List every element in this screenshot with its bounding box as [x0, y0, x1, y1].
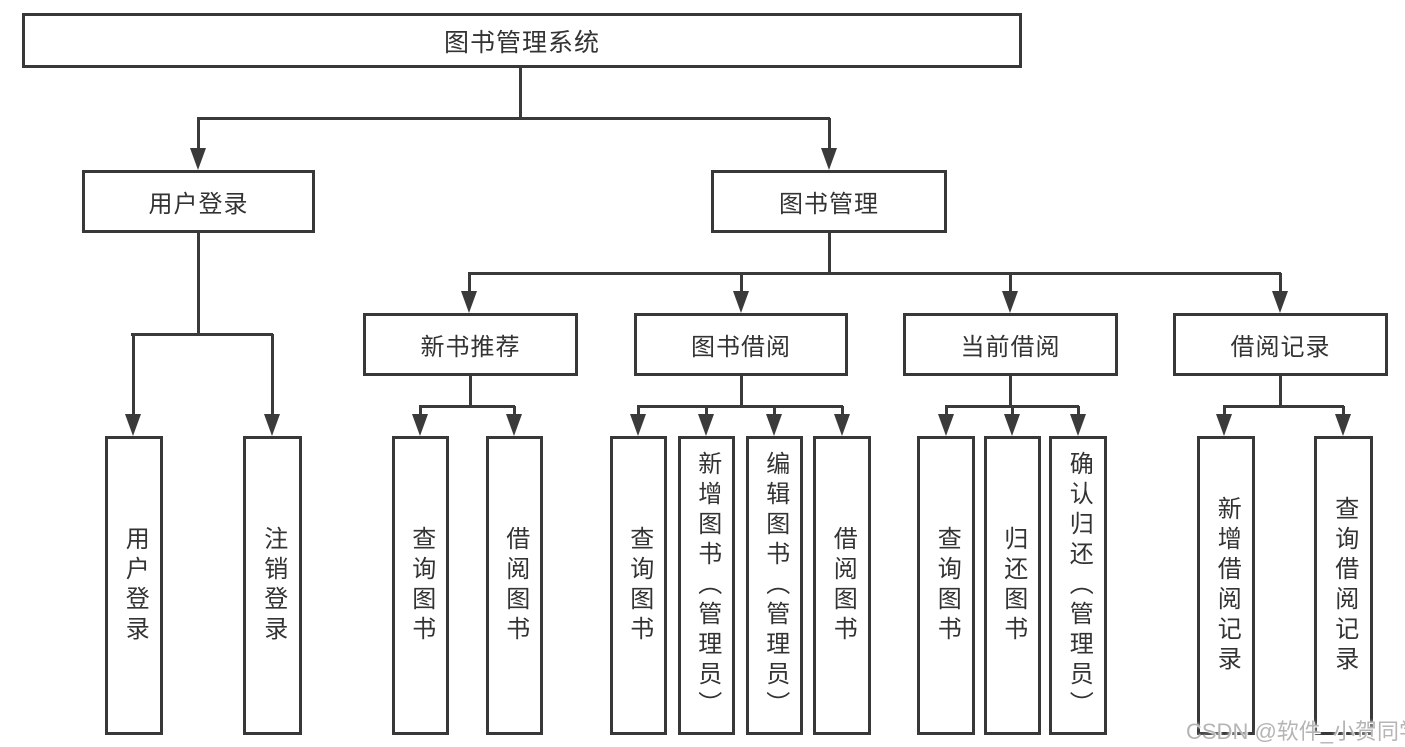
arrow-down-icon [766, 414, 782, 436]
leaf-borrow-books-2: 借阅图书 [813, 436, 871, 735]
connector-arrow-stem [1279, 273, 1282, 293]
arrow-down-icon [1004, 414, 1020, 436]
connector-arrow-stem [271, 334, 274, 416]
node-new-book-recommendation: 新书推荐 [363, 313, 578, 376]
leaf-label: 归还图书 [999, 525, 1027, 646]
leaf-label: 查询图书 [625, 525, 653, 646]
arrow-down-icon [264, 414, 280, 436]
leaf-user-login: 用户登录 [105, 436, 163, 735]
arrow-down-icon [733, 291, 749, 313]
connector-vline [519, 68, 522, 118]
node-user-login: 用户登录 [82, 170, 315, 233]
node-current-borrowing: 当前借阅 [903, 313, 1118, 376]
connector-arrow-stem [841, 406, 844, 416]
leaf-query-borrow-record: 查询借阅记录 [1314, 436, 1373, 735]
leaf-label: 新增借阅记录 [1213, 495, 1241, 676]
arrow-down-icon [461, 291, 477, 313]
node-system-root: 图书管理系统 [22, 13, 1022, 68]
connector-arrow-stem [740, 273, 743, 293]
connector-arrow-stem [132, 334, 135, 416]
leaf-return-book: 归还图书 [984, 436, 1041, 735]
arrow-down-icon [821, 148, 837, 170]
arrow-down-icon [938, 414, 954, 436]
leaf-label: 查询图书 [933, 525, 961, 646]
connector-arrow-stem [468, 273, 471, 293]
csdn-watermark: CSDN @软件_小贺同学 [1186, 719, 1405, 744]
leaf-label: 编辑图书（管理员） [761, 450, 789, 721]
connector-hline [1223, 405, 1344, 408]
arrow-down-icon [1070, 414, 1086, 436]
node-borrowing-records: 借阅记录 [1173, 313, 1388, 376]
node-book-management: 图书管理 [711, 170, 947, 233]
leaf-logout: 注销登录 [243, 436, 302, 735]
arrow-down-icon [834, 414, 850, 436]
leaf-borrow-books-1: 借阅图书 [486, 436, 543, 735]
connector-arrow-stem [945, 406, 948, 416]
connector-vline [1009, 376, 1012, 408]
connector-vline [469, 376, 472, 408]
node-label: 图书管理系统 [443, 28, 600, 57]
connector-vline [740, 376, 743, 408]
node-label: 借阅记录 [1230, 334, 1331, 361]
connector-arrow-stem [773, 406, 776, 416]
leaf-add-book-admin: 新增图书（管理员） [678, 436, 735, 735]
connector-arrow-stem [1342, 406, 1345, 416]
node-label: 新书推荐 [420, 334, 521, 361]
connector-arrow-stem [637, 406, 640, 416]
leaf-edit-book-admin: 编辑图书（管理员） [746, 436, 803, 735]
leaf-query-books-3: 查询图书 [917, 436, 975, 735]
arrow-down-icon [412, 414, 428, 436]
connector-arrow-stem [1223, 406, 1226, 416]
arrow-down-icon [506, 414, 522, 436]
connector-hline [419, 405, 515, 408]
arrow-down-icon [125, 414, 141, 436]
leaf-label: 借阅图书 [829, 525, 857, 646]
leaf-label: 注销登录 [259, 525, 287, 646]
leaf-label: 用户登录 [121, 525, 149, 646]
leaf-label: 确认归还（管理员） [1065, 450, 1093, 721]
connector-arrow-stem [705, 406, 708, 416]
connector-arrow-stem [419, 406, 422, 416]
connector-hline [197, 117, 830, 120]
connector-arrow-stem [513, 406, 516, 416]
arrow-down-icon [1216, 414, 1232, 436]
connector-vline [197, 233, 200, 336]
connector-vline [828, 233, 831, 275]
connector-arrow-stem [828, 118, 831, 150]
connector-arrow-stem [197, 118, 200, 150]
leaf-query-books-1: 查询图书 [392, 436, 449, 735]
arrow-down-icon [1002, 291, 1018, 313]
connector-arrow-stem [1009, 273, 1012, 293]
leaf-label: 查询图书 [407, 525, 435, 646]
node-label: 图书管理 [779, 191, 879, 218]
node-label: 图书借阅 [691, 334, 791, 361]
leaf-label: 借阅图书 [501, 525, 529, 646]
arrow-down-icon [190, 148, 206, 170]
leaf-query-books-2: 查询图书 [610, 436, 667, 735]
arrow-down-icon [1335, 414, 1351, 436]
connector-vline [1279, 376, 1282, 408]
arrow-down-icon [1272, 291, 1288, 313]
connector-hline [131, 333, 273, 336]
leaf-add-borrow-record: 新增借阅记录 [1197, 436, 1255, 735]
leaf-label: 新增图书（管理员） [693, 450, 721, 721]
connector-hline [637, 405, 843, 408]
node-book-borrowing: 图书借阅 [634, 313, 848, 376]
arrow-down-icon [698, 414, 714, 436]
connector-hline [468, 272, 1281, 275]
arrow-down-icon [630, 414, 646, 436]
connector-arrow-stem [1011, 406, 1014, 416]
node-label: 当前借阅 [960, 334, 1061, 361]
connector-arrow-stem [1077, 406, 1080, 416]
leaf-confirm-return-admin: 确认归还（管理员） [1049, 436, 1107, 735]
leaf-label: 查询借阅记录 [1330, 495, 1358, 676]
node-label: 用户登录 [148, 191, 249, 218]
